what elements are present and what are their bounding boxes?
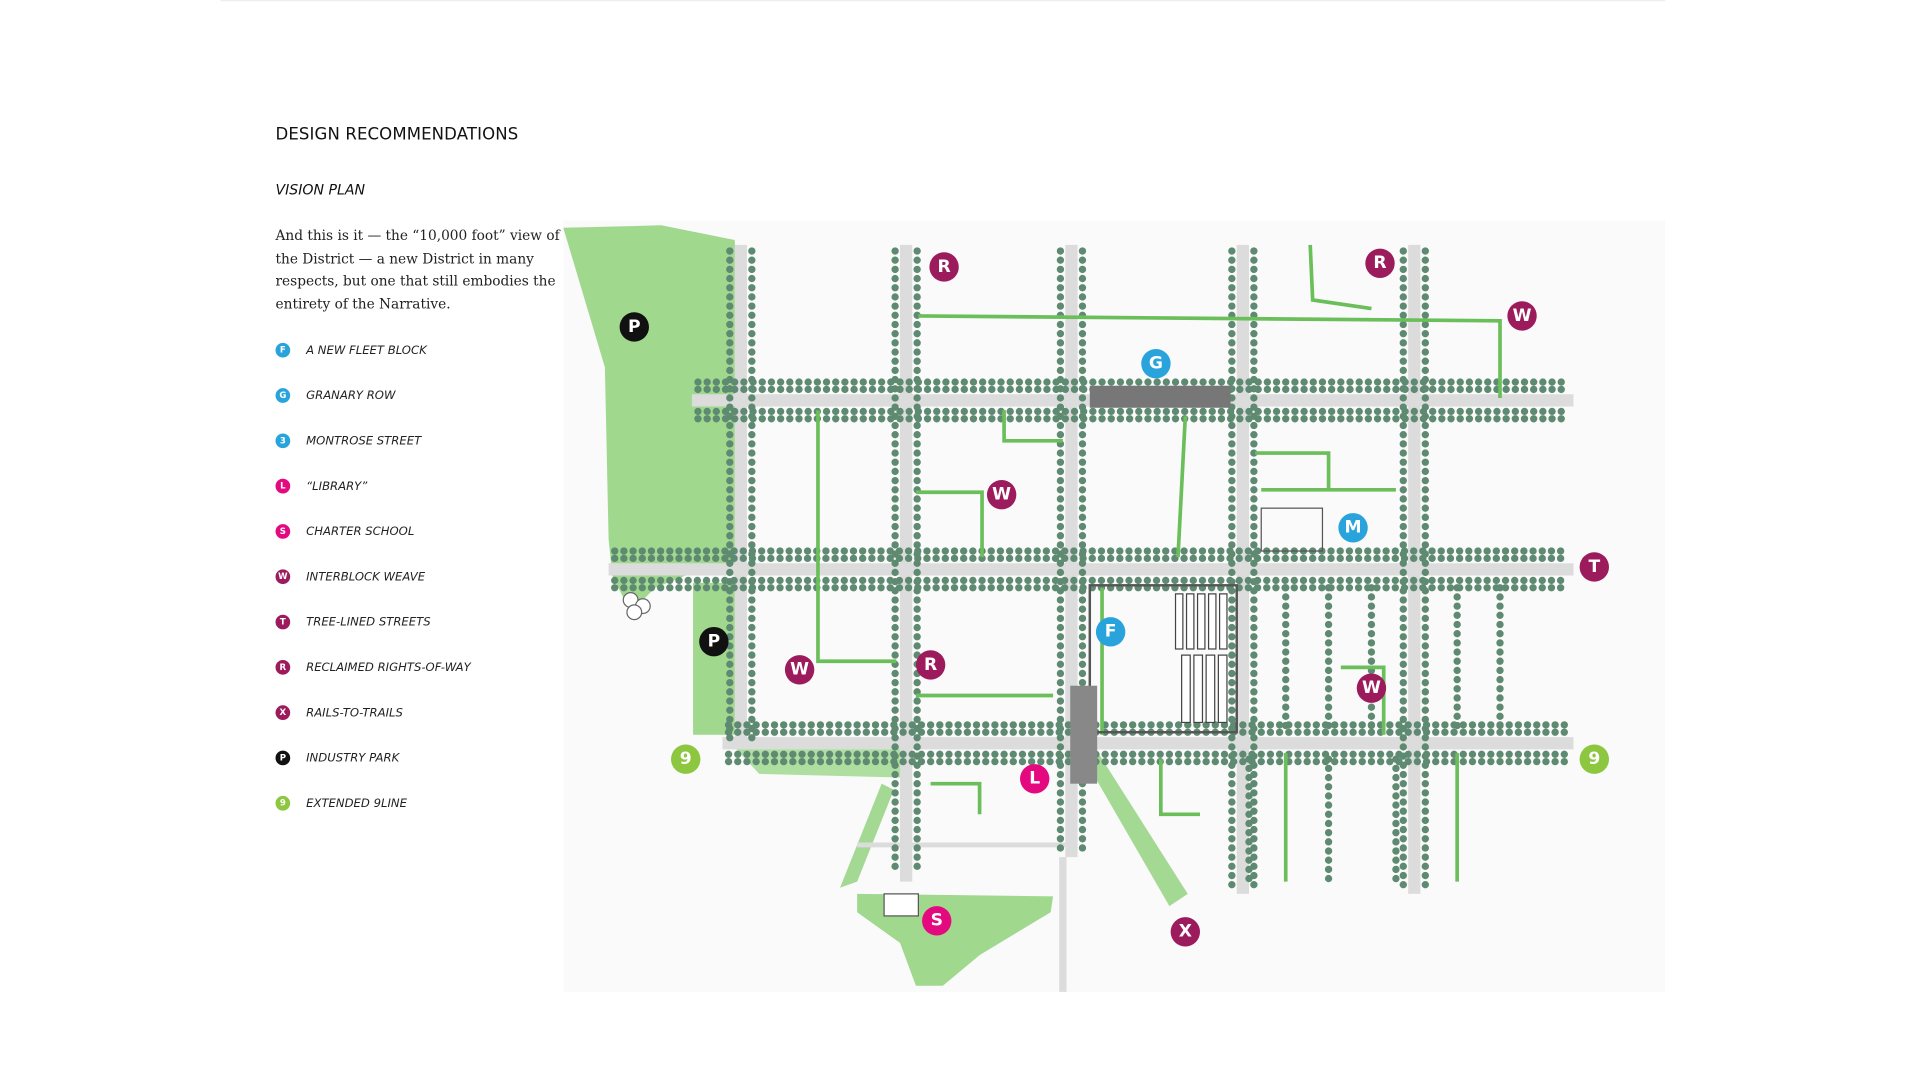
map-marker-p: P	[619, 312, 649, 342]
school-green	[857, 893, 1054, 986]
map-marker-m: M	[1338, 513, 1368, 543]
legend-label: INTERBLOCK WEAVE	[306, 570, 426, 584]
legend-item: R RECLAIMED RIGHTS-OF-WAY	[275, 659, 471, 676]
building	[1218, 593, 1228, 650]
rails-to-trails-path	[1077, 746, 1188, 907]
map-marker-w: W	[784, 655, 815, 685]
map-marker-s: S	[922, 906, 952, 936]
legend-key-badge: F	[275, 342, 291, 358]
interblock-weave-path	[1002, 410, 1063, 443]
map-marker-r: R	[929, 252, 959, 282]
building	[1070, 685, 1098, 784]
top-divider	[220, 0, 1666, 2]
legend-item: W INTERBLOCK WEAVE	[275, 568, 426, 585]
legend-key-badge: G	[275, 388, 291, 403]
section-title: DESIGN RECOMMENDATIONS	[275, 124, 519, 145]
building	[1207, 593, 1217, 650]
legend-item: 9 EXTENDED 9LINE	[275, 795, 407, 812]
legend-item: F A NEW FLEET BLOCK	[275, 342, 427, 359]
legend-key-badge: T	[275, 614, 291, 630]
intro-paragraph: And this is it — the “10,000 foot” view …	[275, 227, 560, 312]
park-strip	[563, 225, 743, 613]
fleet-block-buildings	[1088, 584, 1238, 734]
map-marker-l: L	[1020, 764, 1050, 794]
building	[1196, 593, 1206, 650]
legend-key-badge: S	[275, 524, 291, 539]
building	[1260, 507, 1324, 552]
interblock-weave-path	[1176, 416, 1188, 558]
map-marker-t: T	[1579, 552, 1609, 582]
map-marker-9: 9	[671, 744, 701, 774]
building	[1174, 593, 1184, 650]
legend-item: L “LIBRARY”	[275, 478, 368, 495]
interblock-weave-path	[915, 490, 984, 558]
map-marker-9: 9	[1579, 744, 1609, 774]
building	[1217, 654, 1228, 724]
map-marker-w: W	[986, 480, 1017, 510]
map-drawing	[563, 220, 1666, 992]
interblock-weave-path	[816, 410, 897, 664]
map-marker-x: X	[1170, 917, 1201, 947]
building	[1193, 654, 1204, 724]
building	[1205, 654, 1216, 724]
legend-label: GRANARY ROW	[306, 388, 396, 403]
map-marker-f: F	[1095, 617, 1126, 647]
map-marker-p: P	[699, 626, 729, 657]
school-building	[883, 893, 919, 917]
subtitle: VISION PLAN	[275, 181, 365, 199]
interblock-weave-path	[1255, 451, 1331, 490]
trail-green	[840, 783, 894, 888]
legend-label: INDUSTRY PARK	[306, 751, 400, 765]
legend-label: CHARTER SCHOOL	[306, 524, 415, 539]
legend-item: P INDUSTRY PARK	[275, 749, 400, 766]
legend-key-badge: L	[275, 478, 291, 494]
granary-row-buildings	[1089, 385, 1231, 408]
legend-label: A NEW FLEET BLOCK	[306, 343, 427, 357]
legend-key-badge: W	[275, 569, 291, 585]
interblock-weave-path	[930, 781, 982, 815]
map-marker-r: R	[1365, 248, 1395, 278]
legend-item: S CHARTER SCHOOL	[275, 523, 415, 540]
legend-label: “LIBRARY”	[306, 479, 368, 493]
legend-item: 3 MONTROSE STREET	[275, 432, 422, 449]
legend-label: TREE-LINED STREETS	[306, 615, 431, 629]
legend-key-badge: 9	[275, 795, 291, 811]
map-marker-w: W	[1356, 673, 1387, 703]
legend-label: MONTROSE STREET	[306, 434, 422, 448]
legend-label: RECLAIMED RIGHTS-OF-WAY	[306, 660, 471, 675]
map-marker-w: W	[1507, 301, 1537, 331]
building	[1185, 593, 1195, 650]
legend-key-badge: R	[275, 660, 291, 675]
map-marker-g: G	[1141, 348, 1171, 379]
9line-park	[728, 740, 901, 778]
interblock-weave-path	[918, 314, 1502, 398]
legend-label: RAILS-TO-TRAILS	[306, 705, 403, 720]
legend-item: T TREE-LINED STREETS	[275, 613, 431, 630]
silo	[626, 604, 643, 621]
interblock-weave-path	[1158, 759, 1201, 817]
legend-label: EXTENDED 9LINE	[306, 796, 407, 811]
interblock-weave-path	[1308, 244, 1372, 311]
interblock-weave-path	[1340, 665, 1386, 735]
legend-key-badge: 3	[275, 433, 291, 449]
building	[1181, 654, 1191, 724]
legend-key-badge: P	[275, 750, 291, 766]
map-marker-r: R	[915, 650, 946, 680]
legend-item: X RAILS-TO-TRAILS	[275, 704, 403, 721]
legend-key-badge: X	[275, 705, 291, 721]
legend-item: G GRANARY ROW	[275, 387, 396, 404]
